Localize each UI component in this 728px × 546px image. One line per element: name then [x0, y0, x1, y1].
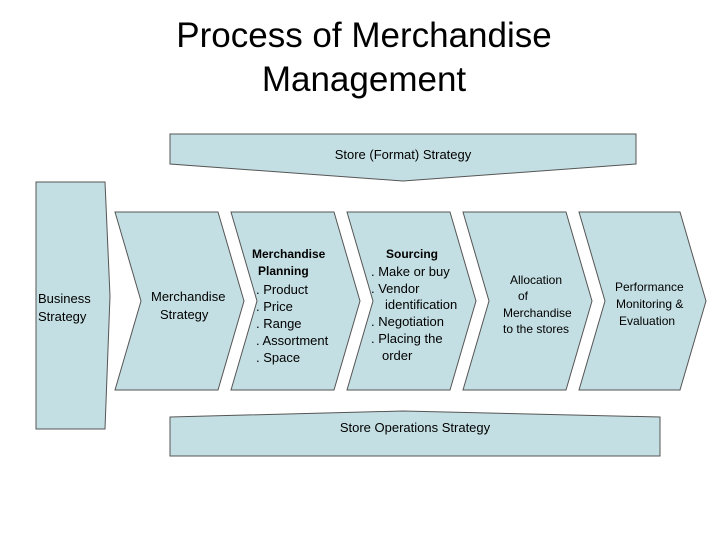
step-allocation-shape [462, 211, 593, 391]
planning-item-range: . Range [256, 316, 302, 331]
sourcing-item-identification: identification [385, 297, 458, 312]
step-performance-shape [578, 211, 707, 391]
bottom-banner-shape [169, 410, 661, 457]
merchandise-strategy-line-1: Merchandise [151, 289, 226, 304]
page-title: Process of Merchandise Management [100, 14, 628, 102]
performance-line-1: Performance [615, 280, 684, 294]
performance-line-3: Evaluation [619, 314, 676, 328]
business-strategy-line-1: Business [38, 291, 91, 306]
allocation-line-2: of [518, 289, 529, 303]
planning-item-product: . Product [256, 282, 309, 297]
bottom-banner-label: Store Operations Strategy [339, 420, 491, 435]
planning-item-assortment: . Assortment [256, 333, 329, 348]
title-line-1: Process of Merchandise [176, 16, 552, 55]
allocation-line-1: Allocation [510, 273, 563, 287]
sourcing-item-vendor: . Vendor [371, 281, 420, 296]
top-banner-shape [169, 133, 637, 182]
top-banner-label: Store (Format) Strategy [334, 147, 472, 162]
step-business-strategy-shape [35, 181, 111, 430]
step-sourcing-shape [346, 211, 477, 391]
sourcing-heading: Sourcing [386, 247, 439, 261]
planning-heading-1: Merchandise [252, 247, 326, 261]
planning-item-price: . Price [256, 299, 293, 314]
planning-heading-2: Planning [258, 264, 309, 278]
merchandise-strategy-line-2: Strategy [160, 307, 209, 322]
sourcing-item-negotiation: . Negotiation [371, 314, 444, 329]
sourcing-item-make-or-buy: . Make or buy [371, 264, 450, 279]
sourcing-item-placing: . Placing the [371, 331, 443, 346]
title-line-2: Management [261, 60, 467, 99]
business-strategy-line-2: Strategy [38, 309, 87, 324]
performance-line-2: Monitoring & [616, 297, 684, 311]
planning-item-space: . Space [256, 350, 301, 365]
step-merchandise-strategy-shape [114, 211, 245, 391]
step-merchandise-planning-shape [230, 211, 361, 391]
allocation-line-3: Merchandise [503, 306, 572, 320]
sourcing-item-order: order [382, 348, 413, 363]
allocation-line-4: to the stores [503, 322, 570, 336]
